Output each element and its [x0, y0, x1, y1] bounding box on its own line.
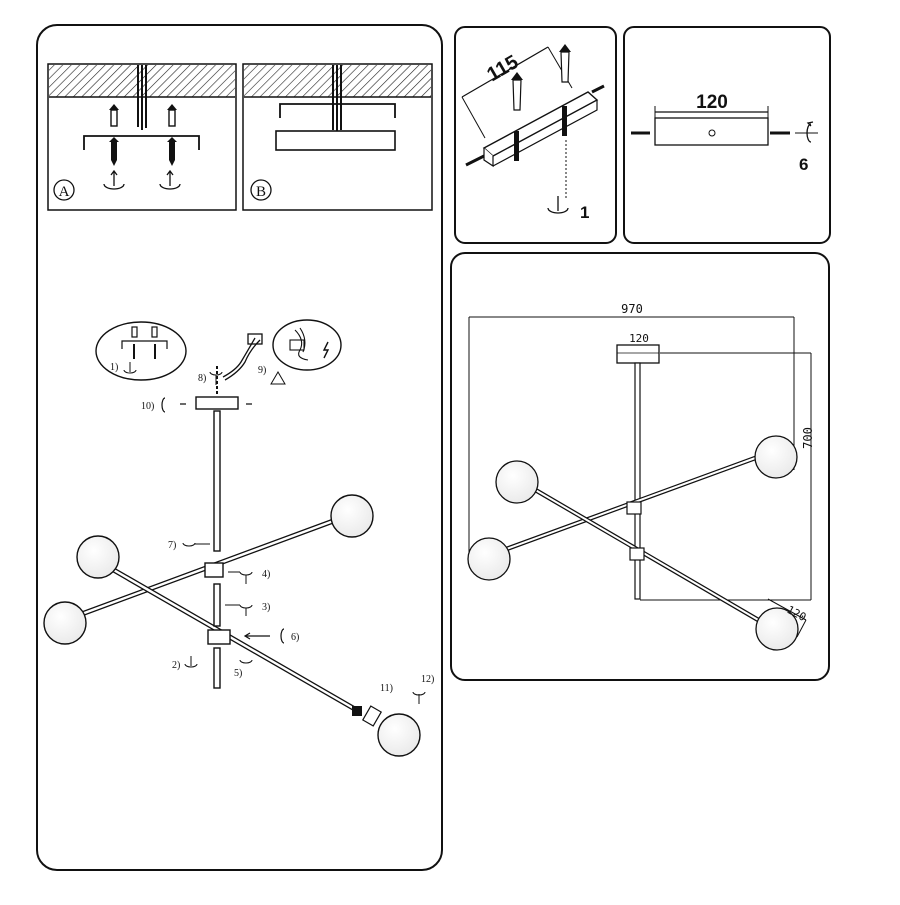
canopy	[195, 396, 239, 410]
panel-bracket: 115 1	[454, 26, 617, 244]
warning-icon	[270, 371, 286, 385]
panel-assembly	[36, 24, 443, 871]
glass-globe	[76, 535, 120, 579]
step-1-label: 1)	[110, 362, 118, 373]
step-9-label: 9)	[258, 365, 266, 376]
step-8-label: 8)	[198, 373, 206, 384]
glass-globe	[754, 435, 798, 479]
screw-icon	[514, 106, 567, 161]
step-5-label: 5)	[234, 668, 242, 679]
option-b-label: B	[256, 184, 266, 200]
glass-globe	[43, 601, 87, 645]
arm-connector	[204, 562, 224, 578]
mounting-bracket	[482, 91, 599, 157]
overall-height-label: 700	[801, 427, 815, 449]
arm-connector	[626, 501, 642, 515]
detail-bubble-wiring	[272, 319, 342, 371]
mounting-bracket	[279, 103, 396, 118]
panel-dimensions: 970 700 120 120	[450, 252, 830, 681]
glass-globe	[467, 537, 511, 581]
exploded-assembly: 1) 9) 8) 10) 7)	[43, 319, 434, 757]
power-wires-icon	[222, 333, 263, 381]
bulb-icon	[361, 705, 383, 727]
canopy-plate	[275, 130, 396, 151]
arm-connector	[207, 629, 231, 645]
step-7-label: 7)	[168, 540, 176, 551]
screwdriver-rotate-icon	[103, 169, 181, 190]
finial	[213, 647, 221, 689]
downrod	[634, 362, 641, 600]
canopy-dimension-label: 120	[696, 92, 728, 113]
canopy-step-label: 6	[799, 155, 808, 174]
overall-width-label: 970	[621, 302, 643, 316]
short-rod	[213, 583, 221, 627]
step-2-label: 2)	[172, 660, 180, 671]
step-4-label: 4)	[262, 569, 270, 580]
wall-plug-icon	[511, 44, 571, 111]
detail-bubble-mounting	[95, 321, 187, 381]
canopy-width-label: 120	[629, 332, 649, 345]
arm-connector	[629, 547, 645, 561]
screw-icon	[109, 137, 177, 166]
step-11-label: 11)	[380, 683, 393, 694]
option-a-label: A	[59, 184, 70, 200]
panel-option-a: A	[47, 63, 237, 211]
ceiling-wires-icon	[137, 65, 147, 130]
glass-globe	[495, 460, 539, 504]
step-12-label: 12)	[421, 674, 434, 685]
screwdriver-rotate-icon	[547, 196, 569, 214]
canopy	[616, 344, 660, 364]
ceiling-wires-icon	[332, 65, 342, 132]
screwdriver-rotate-icon	[806, 121, 814, 143]
side-screw-icon	[465, 84, 605, 167]
step-6-label: 6)	[291, 632, 299, 643]
glass-globe	[755, 607, 799, 651]
step-10-label: 10)	[141, 401, 154, 412]
glass-globe	[377, 713, 421, 757]
glass-globe	[330, 494, 374, 538]
bracket-step-label: 1	[580, 203, 589, 222]
wall-plug-icon	[109, 104, 177, 127]
mounting-bracket	[83, 135, 200, 150]
lamp-socket	[352, 706, 362, 716]
step-3-label: 3)	[262, 602, 270, 613]
downrod	[213, 410, 221, 552]
panel-option-b: B	[242, 63, 433, 211]
panel-canopy: 120 6	[623, 26, 831, 244]
